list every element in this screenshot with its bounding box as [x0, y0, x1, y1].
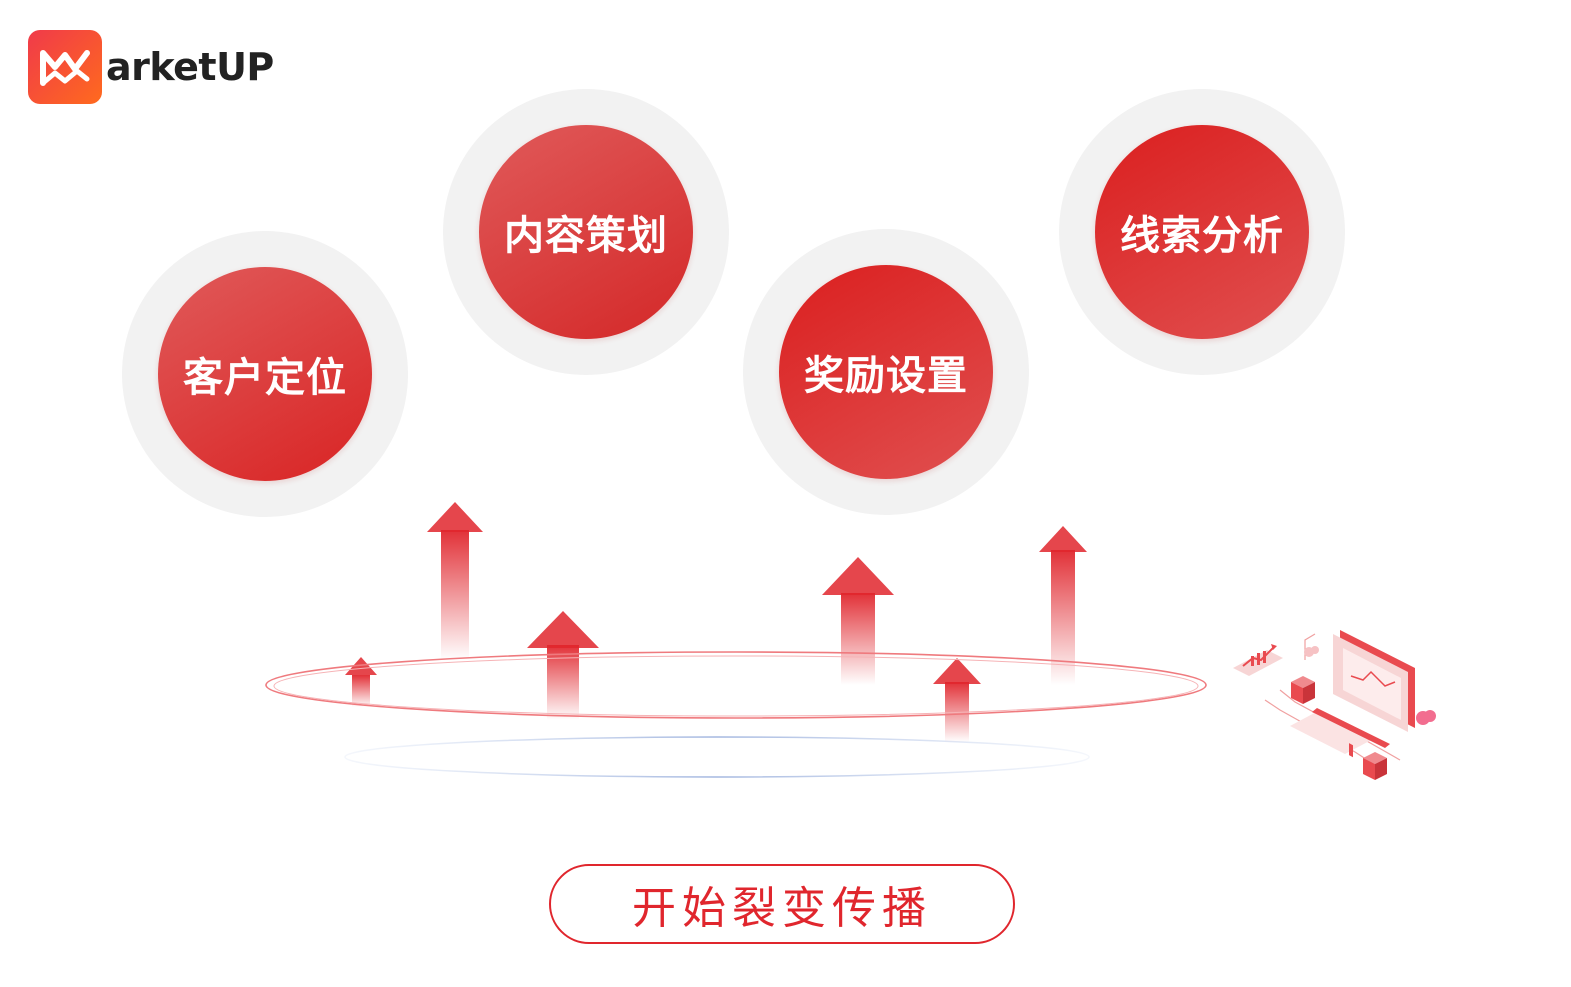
base-ring-blue [344, 736, 1090, 778]
node-circle: 内容策划 [479, 125, 693, 339]
node-content-planning: 内容策划 [443, 89, 729, 375]
brand-name: arketUP [106, 45, 274, 89]
base-ring-red-inner [273, 655, 1199, 717]
brand-logo: arketUP [28, 30, 274, 104]
arrow-3 [345, 657, 377, 707]
node-circle: 奖励设置 [779, 265, 993, 479]
node-label: 内容策划 [504, 213, 668, 259]
arrow-5 [933, 658, 981, 742]
analytics-dashboard-illustration [1233, 630, 1436, 780]
arrow-2 [527, 611, 599, 720]
node-circle: 线索分析 [1095, 125, 1309, 339]
node-lead-analysis: 线索分析 [1059, 89, 1345, 375]
node-reward-settings: 奖励设置 [743, 229, 1029, 515]
marketup-m-logo-icon [28, 30, 102, 104]
node-label: 奖励设置 [804, 353, 968, 399]
arrow-1 [427, 502, 483, 660]
start-fission-button[interactable]: 开始裂变传播 [549, 864, 1015, 944]
node-customer-positioning: 客户定位 [122, 231, 408, 517]
base-ring-red [265, 651, 1207, 719]
node-label: 客户定位 [183, 355, 347, 401]
arrow-4 [822, 557, 894, 685]
node-circle: 客户定位 [158, 267, 372, 481]
node-label: 线索分析 [1120, 213, 1284, 259]
start-fission-label: 开始裂变传播 [632, 883, 932, 934]
